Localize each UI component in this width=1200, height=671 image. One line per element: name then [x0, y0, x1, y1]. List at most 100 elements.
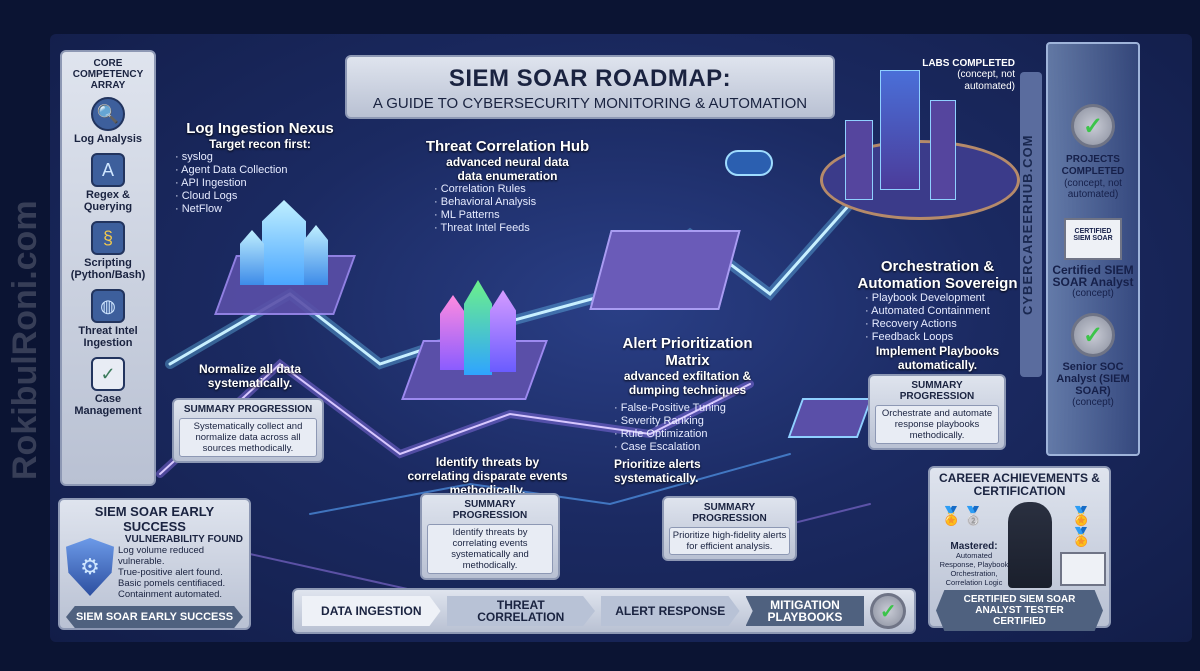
check-seal-icon: ✓: [870, 593, 906, 629]
section-note: Implement Playbooks automatically.: [875, 344, 1000, 372]
globe-icon: ◍: [91, 289, 125, 323]
shield-gear-icon: ⚙: [66, 538, 114, 596]
summary-text: Systematically collect and normalize dat…: [179, 418, 317, 457]
flow-step-data-ingestion: DATA INGESTION: [302, 596, 441, 626]
list-item: Basic pomels centifiaced.: [118, 578, 226, 589]
threat-correlation-section: Threat Correlation Hub advanced neural d…: [420, 138, 595, 235]
graduate-figure: [1008, 502, 1052, 588]
list-item: ML Patterns: [434, 209, 595, 222]
achievement-title: Certified SIEM SOAR Analyst: [1052, 263, 1134, 289]
page-subtitle: A GUIDE TO CYBERSECURITY MONITORING & AU…: [372, 95, 808, 112]
section-subheading: advanced exfiltation & dumping technique…: [623, 369, 752, 397]
list-item: Severity Ranking: [614, 415, 775, 428]
achievement-title: PROJECTS COMPLETED: [1061, 154, 1125, 177]
mastered-text: Mastered: Automated Response, Playbook O…: [938, 541, 1010, 588]
early-success-sub: VULNERABILITY FOUND: [124, 534, 243, 545]
sidebar-item-label: Threat Intel Ingestion: [78, 325, 138, 349]
check-seal-icon: ✓: [1071, 313, 1115, 357]
sidebar-item-log-analysis: 🔍 Log Analysis: [66, 97, 150, 145]
achievement-sub: (concept, not automated): [1064, 178, 1122, 200]
sidebar-item-label: Log Analysis: [73, 133, 143, 145]
orchestration-section: Orchestration & Automation Sovereign Pla…: [855, 258, 1020, 372]
summary-title: SUMMARY PROGRESSION: [183, 404, 313, 415]
achievement-column: ✓ PROJECTS COMPLETED (concept, not autom…: [1046, 42, 1140, 456]
list-item: NetFlow: [175, 203, 345, 216]
cloud-icon: [725, 150, 773, 176]
magnifier-chart-icon: 🔍: [91, 97, 125, 131]
tower-building: [880, 70, 920, 190]
section-heading: Log Ingestion Nexus: [186, 120, 334, 137]
section-heading: Threat Correlation Hub: [425, 138, 590, 155]
process-flow-bar: DATA INGESTION THREAT CORRELATION ALERT …: [292, 588, 916, 634]
clipboard-shield-icon: ✓: [91, 357, 125, 391]
title-plaque: SIEM SOAR ROADMAP: A GUIDE TO CYBERSECUR…: [345, 55, 835, 119]
list-item: Recovery Actions: [865, 318, 1020, 331]
achievement-title: Senior SOC Analyst (SIEM SOAR): [1056, 361, 1130, 397]
bullet-list: Correlation Rules Behavioral Analysis ML…: [420, 183, 595, 235]
regex-search-icon: A: [91, 153, 125, 187]
section-note: Prioritize alerts systematically.: [614, 457, 701, 485]
summary-text: Orchestrate and automate response playbo…: [875, 405, 999, 444]
flow-step-mitigation-playbooks: MITIGATION PLAYBOOKS: [745, 596, 865, 626]
list-item: Threat Intel Feeds: [434, 222, 595, 235]
labs-sub: (concept, not automated): [957, 69, 1015, 92]
check-seal-icon: ✓: [1071, 104, 1115, 148]
section-heading: Alert Prioritization Matrix: [622, 335, 753, 369]
side-brand: CYBERCAREERHUB.COM: [1020, 72, 1042, 377]
blue-crystal-icon: [304, 225, 328, 285]
list-item: Cloud Logs: [175, 190, 345, 203]
sidebar-title: CORE COMPETENCY ARRAY: [72, 58, 144, 91]
alert-prioritization-section: Alert Prioritization Matrix advanced exf…: [600, 335, 775, 485]
sidebar-item-label: Case Management: [74, 393, 142, 417]
list-item: Log volume reduced vulnerable.: [118, 545, 205, 567]
blue-crystal-icon: [240, 230, 264, 285]
list-item: Feedback Loops: [865, 331, 1020, 344]
labs-completed-label: LABS COMPLETED (concept, not automated): [915, 58, 1015, 93]
career-panel: CAREER ACHIEVEMENTS & CERTIFICATION 🏅🥈 🏅…: [928, 466, 1111, 631]
list-item: Playbook Development: [865, 292, 1020, 305]
rainbow-crystal-icon: [440, 295, 466, 370]
section-note: Identify threats by correlating disparat…: [407, 455, 568, 497]
section-note: Normalize all data systematically.: [198, 362, 302, 390]
sidebar-item-label: Scripting (Python/Bash): [70, 257, 146, 281]
certificate-icon: [1060, 552, 1106, 586]
early-success-title: SIEM SOAR EARLY SUCCESS: [94, 504, 215, 534]
bullet-list: False-Positive Tuning Severity Ranking R…: [600, 402, 775, 454]
medals-icon: 🏅🥈: [940, 506, 985, 526]
section-heading: Orchestration & Automation Sovereign: [857, 258, 1018, 292]
early-success-banner: SIEM SOAR EARLY SUCCESS: [66, 606, 243, 628]
summary-box: SUMMARY PROGRESSION Identify threats by …: [420, 493, 560, 580]
medals-icon: 🏅🏅: [1070, 506, 1093, 547]
list-item: Automated Containment: [865, 305, 1020, 318]
mastered-list: Automated Response, Playbook Orchestrati…: [939, 551, 1009, 587]
summary-box: SUMMARY PROGRESSION Systematically colle…: [172, 398, 324, 463]
sidebar-item-threat-intel: ◍Threat Intel Ingestion: [66, 289, 150, 349]
labs-title: LABS COMPLETED: [922, 58, 1015, 69]
list-item: Behavioral Analysis: [434, 196, 595, 209]
career-title: CAREER ACHIEVEMENTS & CERTIFICATION: [939, 471, 1100, 498]
summary-text: Identify threats by correlating events s…: [427, 524, 553, 574]
achievement-sub: (concept): [1072, 288, 1114, 299]
achievement-certified: CERTIFIED SIEM SOAR Certified SIEM SOAR …: [1048, 218, 1138, 299]
summary-box: SUMMARY PROGRESSION Orchestrate and auto…: [868, 374, 1006, 450]
bullet-list: syslog Agent Data Collection API Ingesti…: [175, 151, 345, 216]
list-item: False-Positive Tuning: [614, 402, 775, 415]
summary-title: SUMMARY PROGRESSION: [692, 502, 767, 524]
list-item: Agent Data Collection: [175, 164, 345, 177]
achievement-sub: (concept): [1072, 397, 1114, 408]
achievement-senior: ✓ Senior SOC Analyst (SIEM SOAR) (concep…: [1048, 313, 1138, 408]
summary-text: Prioritize high-fidelity alerts for effi…: [669, 527, 790, 555]
achievement-projects: ✓ PROJECTS COMPLETED (concept, not autom…: [1048, 44, 1138, 200]
flow-step-threat-correlation: THREAT CORRELATION: [446, 596, 595, 626]
summary-title: SUMMARY PROGRESSION: [899, 380, 975, 402]
summary-box: SUMMARY PROGRESSION Prioritize high-fide…: [662, 496, 797, 561]
section-subheading: Target recon first:: [209, 137, 311, 151]
summary-title: SUMMARY PROGRESSION: [452, 499, 528, 521]
list-item: Case Escalation: [614, 441, 775, 454]
mastered-title: Mastered:: [950, 541, 998, 552]
list-item: Correlation Rules: [434, 183, 595, 196]
chip-platform: [787, 398, 873, 438]
list-item: True-positive alert found.: [118, 567, 223, 578]
